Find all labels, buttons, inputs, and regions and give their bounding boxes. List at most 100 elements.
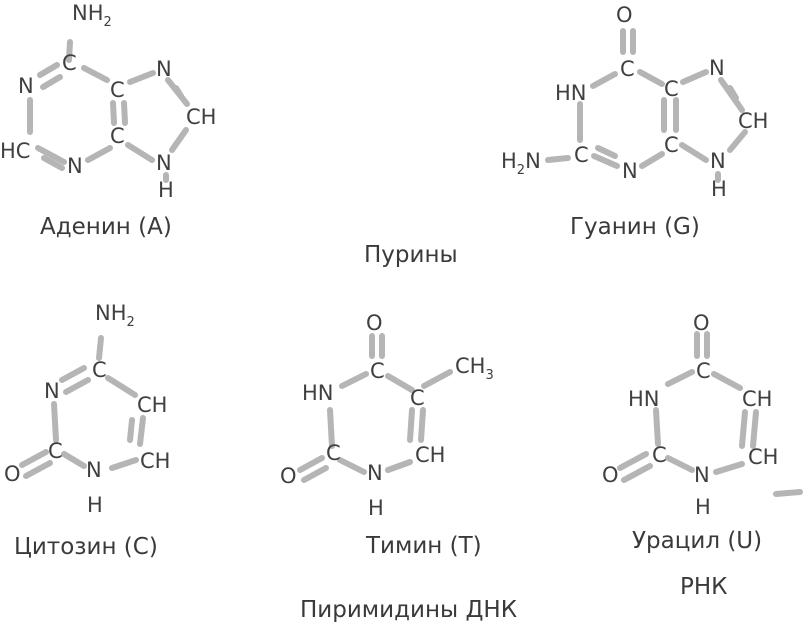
bond [127,70,156,85]
bond [590,71,618,89]
adenine-structure: NH2 N C C N CH C HC N N H [0,1,216,202]
atom-label: H [87,493,103,517]
thymine-structure: O C HN C CH3 C CH O N H [280,311,494,520]
atom-label: HN [555,81,587,105]
bond [125,142,155,163]
atom-label: HN [302,381,334,405]
cytosine-structure: NH2 N C CH C O CH N H [4,301,170,517]
bond [545,155,571,163]
bond [81,65,110,83]
atom-label: C [110,78,125,102]
atom-label: NH2 [95,301,135,330]
atom-label: N [156,57,172,81]
bond [385,459,413,473]
bond [41,155,65,171]
atom-label: C [620,57,635,81]
atom-label: H2N [501,149,541,178]
bond [750,409,759,449]
bond [385,373,415,393]
bond [727,85,739,101]
atom-label: O [280,464,297,488]
bond [339,371,369,389]
bond [639,151,665,169]
bond [59,365,87,383]
pyrimidines-dna-label: Пиримидины ДНК [300,597,518,623]
bond [665,455,695,473]
bond [679,142,709,163]
uracil-structure: O C HN CH C CH O N H [602,311,803,519]
bond [173,85,184,99]
uracil-label: Урацил (U) [632,528,763,554]
atom-label: H [368,496,384,520]
bond [121,100,128,126]
bond [773,489,803,497]
atom-label: C [664,133,679,157]
rna-label: РНК [680,574,728,600]
atom-label: N [694,463,710,487]
atom-label: H [711,177,727,201]
atom-label: C [92,358,107,382]
atom-label: C [574,143,589,167]
bond [96,335,104,361]
atom-label: HN [628,387,660,411]
atom-label: H [158,178,174,202]
bond [297,455,325,473]
atom-label: N [18,74,34,98]
atom-label: N [156,151,172,175]
bond [110,100,117,126]
bond [637,69,665,87]
bond [665,369,695,387]
atom-label: CH [415,443,445,467]
bond [739,409,748,449]
bond [35,145,67,165]
adenine-label: Аденин (A) [40,214,172,240]
atom-label: O [616,3,633,27]
atom-label: C [62,51,77,75]
guanine-structure: O C HN C N CH H2N C N C N H [501,3,768,201]
atom-label: CH3 [455,354,494,383]
bond [40,74,63,90]
bond [127,417,135,443]
bond [407,407,415,443]
bond [727,129,748,153]
bond [85,145,113,163]
atom-label: N [67,154,83,178]
atom-label: N [709,56,725,80]
atom-label: C [696,359,711,383]
purines-label: Пурины [364,242,458,268]
atom-label: C [326,441,341,465]
atom-label: N [622,159,638,183]
bond [66,39,73,63]
atom-label: CH [186,105,216,129]
atom-label: CH [140,449,170,473]
bond [19,449,49,468]
bond [327,407,335,449]
bond [337,457,367,475]
atom-label: HC [0,139,30,163]
atom-label: O [4,462,21,486]
atom-label: C [652,443,667,467]
bond [51,401,59,443]
bond [418,407,426,443]
guanine-label: Гуанин (G) [570,214,700,240]
bond [61,451,87,469]
atom-label: O [693,311,710,335]
bond [617,451,649,471]
bond [680,69,709,85]
bond [621,463,653,483]
bond [63,377,91,395]
atom-label: N [367,461,383,485]
bond [711,371,743,391]
atom-label: C [370,359,385,383]
atom-label: H [695,495,711,519]
atom-label: C [48,439,63,463]
atom-label: N [44,379,60,403]
bond [169,127,189,153]
bond [713,461,745,475]
atom-label: CH [137,393,167,417]
bond [109,457,139,471]
bond [23,460,53,479]
bond [37,62,60,78]
atom-label: CH [742,387,772,411]
